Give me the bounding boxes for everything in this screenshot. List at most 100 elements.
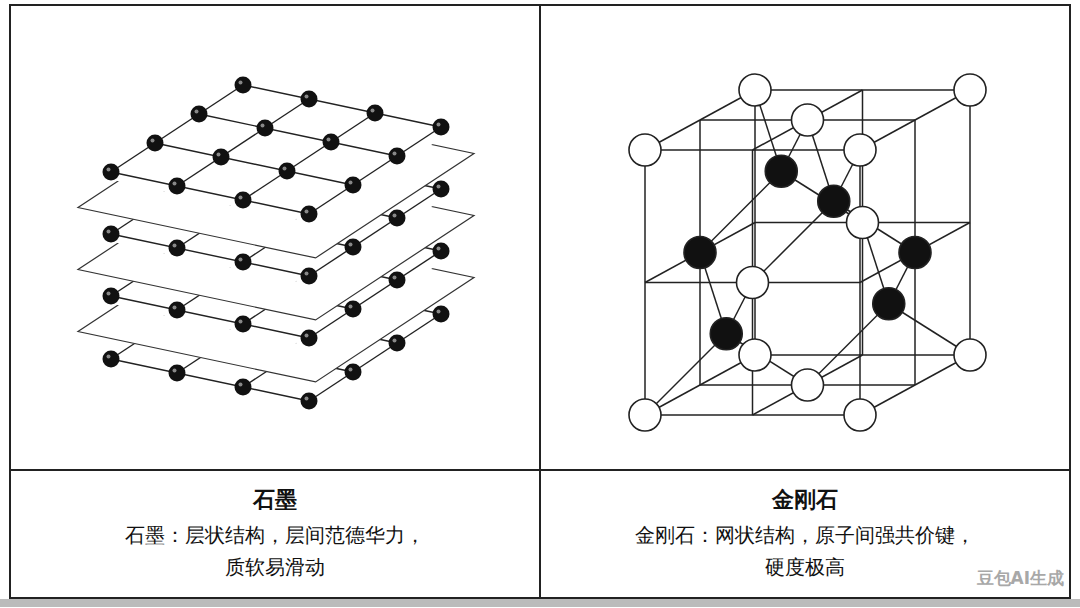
atom-shine [349,243,353,247]
bond [243,85,441,127]
carbon-atom [257,120,274,137]
carbon-atom [169,240,186,257]
atom-shine [173,244,177,248]
carbon-atom [103,351,120,368]
atom-shine [437,310,441,314]
carbon-atom [345,177,362,194]
bond [860,90,970,150]
carbon-atom [873,288,905,320]
atom-shine [305,95,309,99]
atom-shine [239,383,243,387]
atom-shine [437,123,441,127]
atom-shine [239,320,243,324]
carbon-atom [765,155,797,187]
atom-shine [173,369,177,373]
panel-description: 石墨：层状结构，层间范德华力， 质软易滑动 [119,519,431,583]
bond [700,171,781,252]
atom-shine [305,397,309,401]
carbon-atom [103,288,120,305]
atom-shine [349,181,353,185]
bond [808,304,889,385]
carbon-atom [739,74,771,106]
bond [111,172,309,214]
bond [111,85,243,172]
carbon-atom [169,365,186,382]
watermark: 豆包AI生成 [977,567,1064,590]
carbon-atom [629,134,661,166]
atom-shine [349,305,353,309]
graphite-structure [78,76,474,409]
atom-shine [327,138,331,142]
carbon-atom [792,104,824,136]
atom-shine [349,368,353,372]
atom-shine [173,306,177,310]
panel-title: 石墨 [253,485,297,515]
atom-shine [239,196,243,200]
carbon-atom [323,134,340,151]
atom-shine [195,110,199,114]
bottom-strip [0,599,1080,607]
atom-shine [261,124,265,128]
bond [753,201,834,282]
carbon-atom [792,369,824,401]
panel-title: 金刚石 [772,485,838,515]
carbon-atom [235,77,252,94]
layer-ground [89,76,463,222]
carbon-atom [389,148,406,165]
bond [155,143,353,185]
carbon-atom [737,267,769,299]
carbon-atom [235,192,252,209]
carbon-atom [103,226,120,243]
carbon-atom [235,379,252,396]
carbon-atom [301,268,318,285]
carbon-atom [235,254,252,271]
bond [645,334,726,415]
carbon-atom [433,181,450,198]
carbon-atom [367,105,384,122]
carbon-atom [191,106,208,123]
carbon-atom [279,163,296,180]
carbon-atom [844,399,876,431]
atom-shine [371,109,375,113]
carbon-atom [169,178,186,195]
carbon-atom [899,237,931,269]
atom-shine [107,230,111,234]
carbon-atom [301,393,318,410]
bond [243,113,375,200]
divider [539,5,541,598]
carbon-atom [433,243,450,260]
atom-shine [239,258,243,262]
atom-shine [305,210,309,214]
carbon-atom [235,316,252,333]
carbon-atom [433,119,450,136]
bond [755,89,970,91]
carbon-atom [954,339,986,371]
atom-shine [393,214,397,218]
atom-shine [393,339,397,343]
atom-shine [305,334,309,338]
atom-shine [107,168,111,172]
carbon-atom [629,399,661,431]
carbon-atom [739,339,771,371]
atom-shine [437,247,441,251]
caption-box: 石墨石墨：层状结构，层间范德华力， 质软易滑动 [12,472,538,596]
atom-shine [393,276,397,280]
carbon-atom [389,272,406,289]
carbon-atom [954,74,986,106]
carbon-atom [345,301,362,318]
carbon-atom [301,330,318,347]
carbon-atom [844,134,876,166]
carbon-atom [103,164,120,181]
carbon-atom [169,302,186,319]
carbon-atom [301,91,318,108]
carbon-atom [818,185,850,217]
atom-shine [217,153,221,157]
atom-shine [283,167,287,171]
atom-shine [305,272,309,276]
carbon-atom [433,306,450,323]
atom-shine [173,182,177,186]
carbon-atom [389,335,406,352]
atom-shine [107,355,111,359]
carbon-atom [389,210,406,227]
